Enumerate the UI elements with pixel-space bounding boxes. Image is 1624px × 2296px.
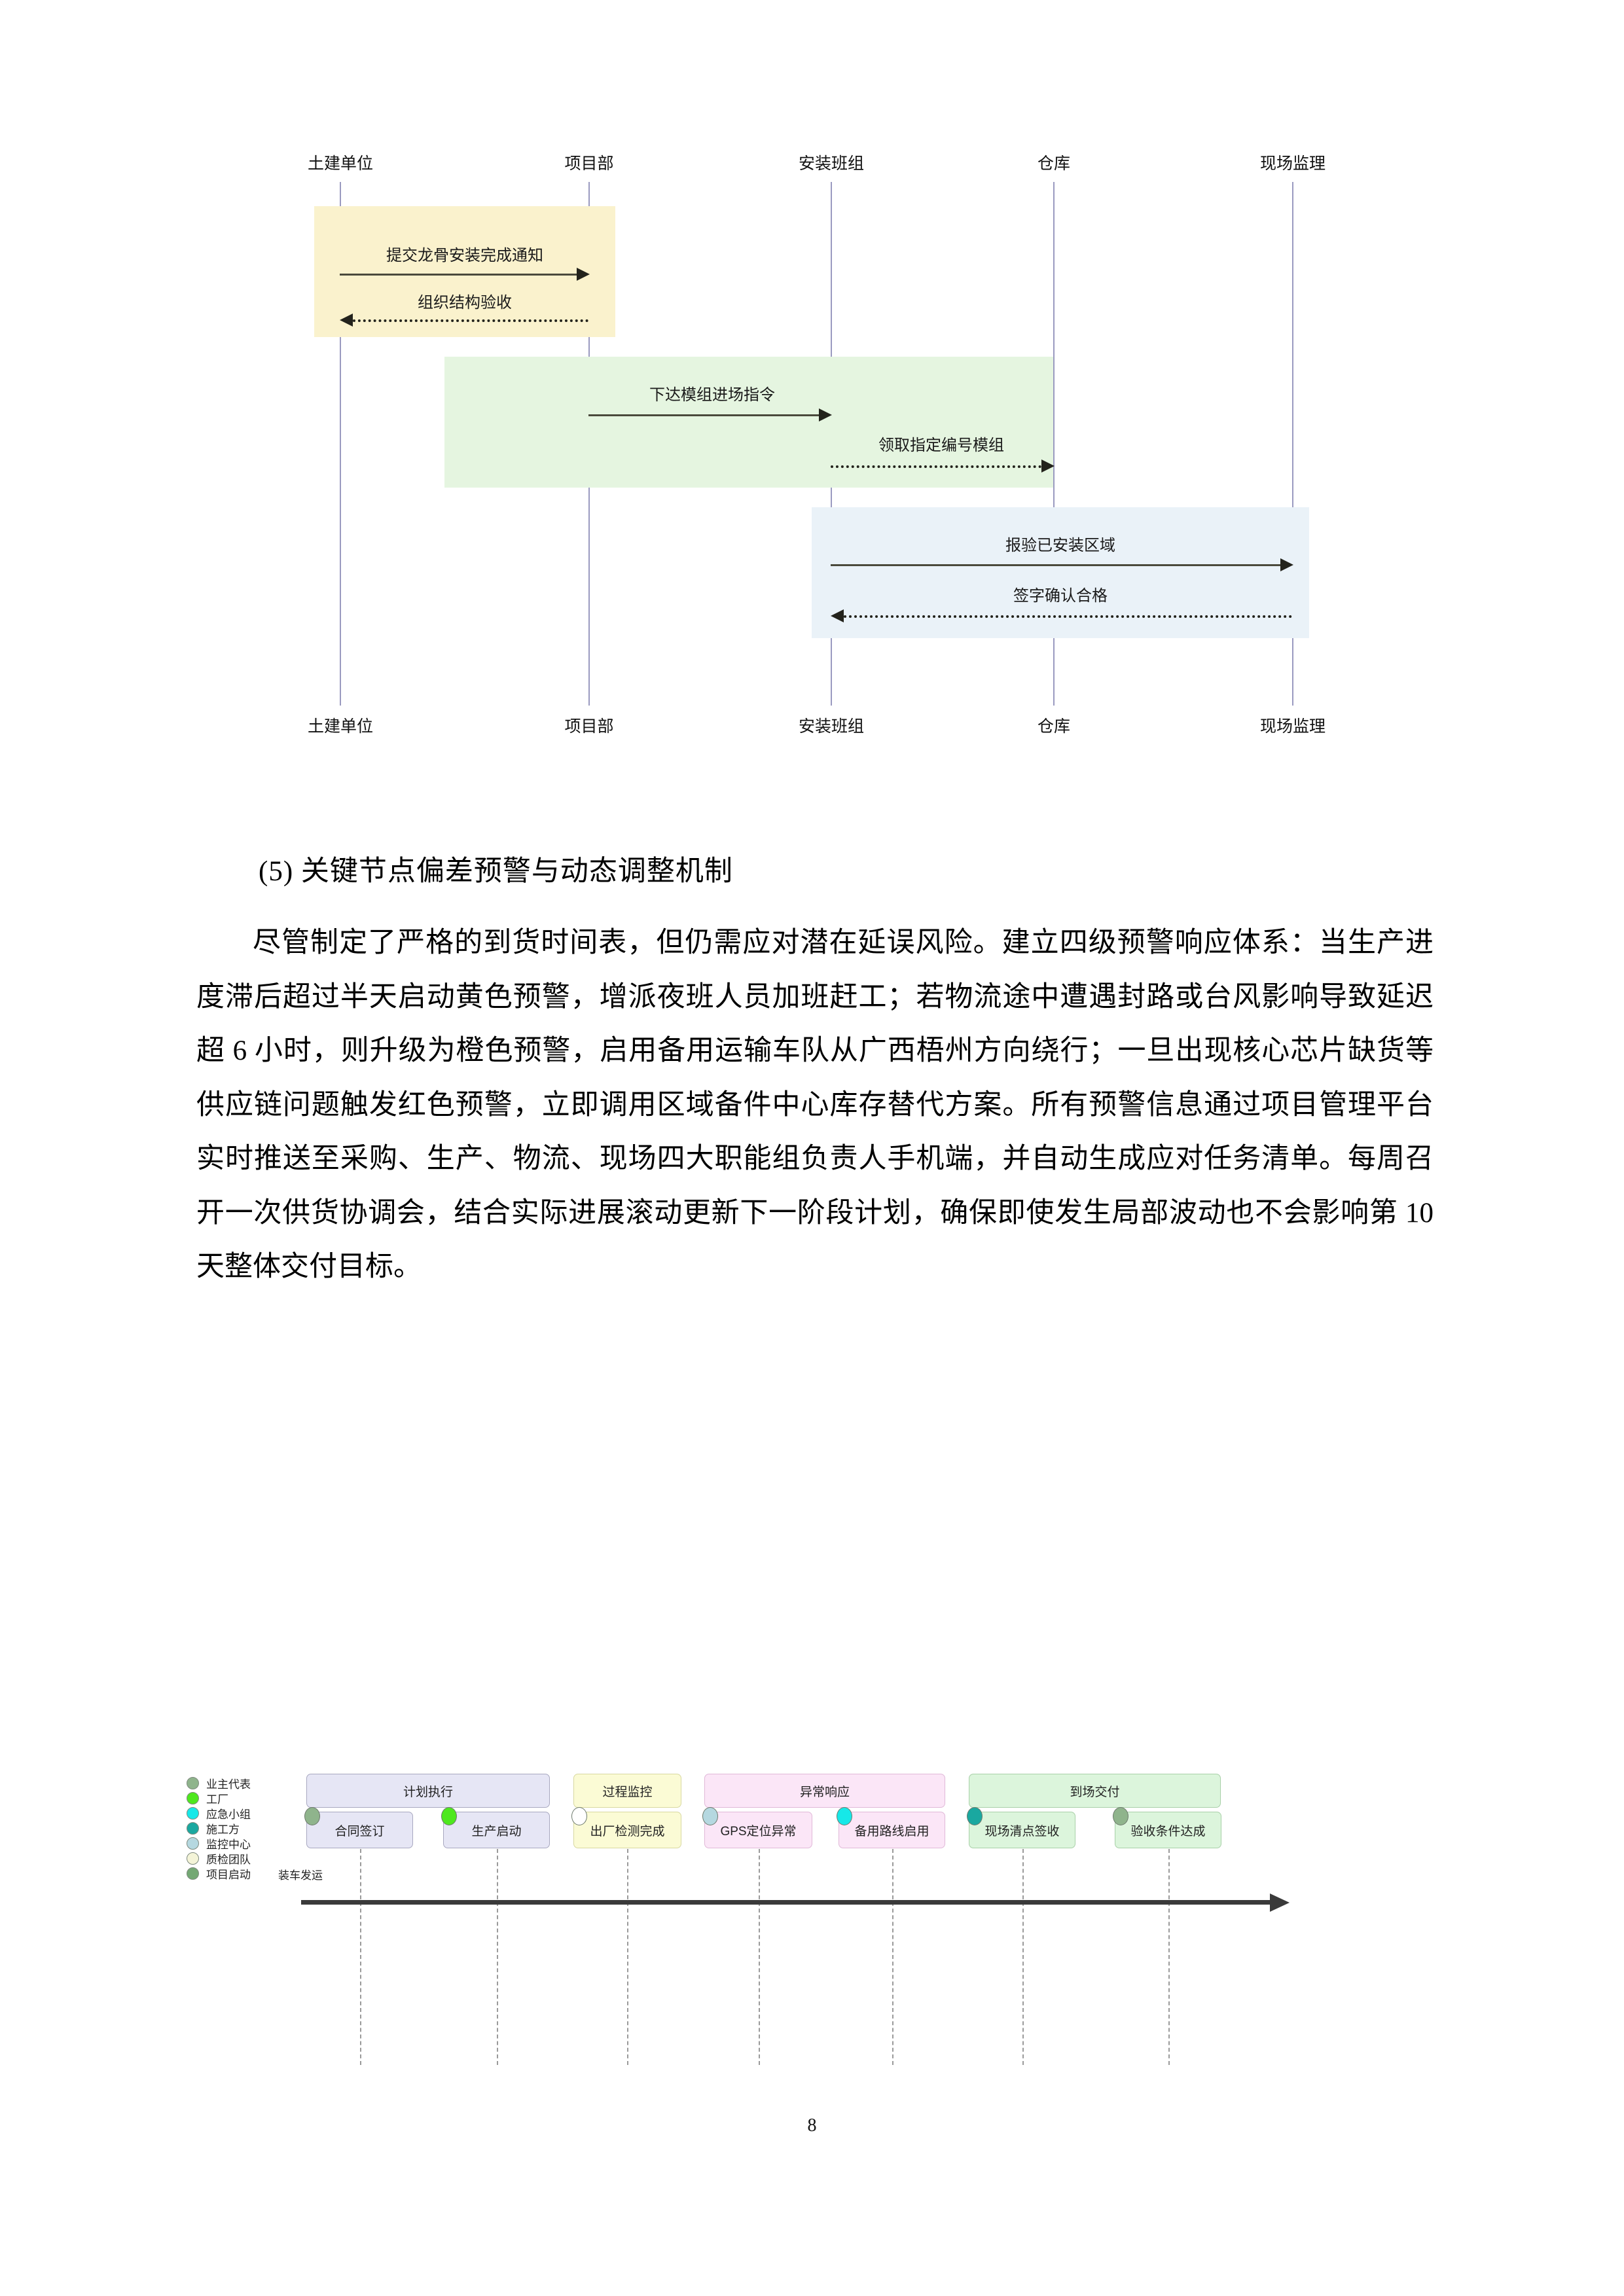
participant-label-bottom-3: 安装班组 — [798, 717, 865, 736]
message-arrow-5 — [831, 564, 1280, 566]
lifeline-4 — [1053, 182, 1055, 706]
timeline-event-bar: 出厂检测完成 — [573, 1812, 681, 1848]
timeline-phase-bar: 到场交付 — [969, 1774, 1221, 1808]
group-box-3 — [812, 507, 1309, 638]
timeline-tick-line — [627, 1849, 628, 2065]
timeline-event-dot-icon — [441, 1807, 457, 1825]
lifeline-5 — [1292, 182, 1293, 706]
legend-label: 监控中心 — [206, 1839, 251, 1851]
timeline-axis-arrow-icon — [1270, 1893, 1290, 1912]
legend-dot-icon — [187, 1852, 199, 1865]
message-label-6: 签字确认合格 — [1013, 587, 1108, 605]
timeline-event-dot-icon — [571, 1807, 587, 1825]
timeline-event-bar: 验收条件达成 — [1115, 1812, 1221, 1848]
timeline-tick-line — [1168, 1849, 1170, 2065]
arrow-head-right-3 — [819, 408, 832, 422]
legend-dot-icon — [187, 1807, 199, 1820]
timeline-event-dot-icon — [837, 1807, 852, 1825]
timeline-event-dot-icon — [702, 1807, 718, 1825]
timeline-stray-label: 装车发运 — [278, 1869, 323, 1882]
legend-label: 项目启动 — [206, 1869, 251, 1881]
participant-label-top-2: 项目部 — [564, 154, 614, 173]
timeline-chart: 业主代表 工厂 应急小组 施工方 监控中心 质检团队 — [187, 1757, 1450, 2065]
timeline-event-dot-icon — [1113, 1807, 1128, 1825]
participant-label-bottom-1: 土建单位 — [307, 717, 374, 736]
arrow-head-left-6 — [831, 609, 844, 622]
participant-label-top-4: 仓库 — [1037, 154, 1071, 173]
timeline-phase-bar: 过程监控 — [573, 1774, 681, 1808]
group-box-2 — [444, 357, 1053, 488]
message-label-3: 下达模组进场指令 — [649, 386, 775, 404]
legend-label: 施工方 — [206, 1823, 240, 1836]
legend-label: 质检团队 — [206, 1854, 251, 1866]
arrow-head-right-5 — [1280, 558, 1293, 571]
legend-item: 施工方 — [187, 1821, 324, 1836]
legend-item: 项目启动 — [187, 1866, 324, 1881]
lifeline-1 — [340, 182, 341, 706]
legend-dot-icon — [187, 1792, 199, 1804]
participant-label-bottom-4: 仓库 — [1037, 717, 1071, 736]
timeline-tick-line — [360, 1849, 361, 2065]
participant-label-top-3: 安装班组 — [798, 154, 865, 173]
legend-item: 监控中心 — [187, 1836, 324, 1851]
message-label-1: 提交龙骨安装完成通知 — [386, 247, 543, 264]
legend-item: 应急小组 — [187, 1806, 324, 1821]
legend-dot-icon — [187, 1837, 199, 1850]
message-label-5: 报验已安装区域 — [1005, 537, 1115, 554]
legend-dot-icon — [187, 1822, 199, 1835]
group-box-1 — [314, 206, 615, 337]
message-arrow-1 — [340, 274, 577, 276]
participant-label-bottom-5: 现场监理 — [1259, 717, 1326, 736]
participant-label-bottom-2: 项目部 — [564, 717, 614, 736]
section-heading: (5) 关键节点偏差预警与动态调整机制 — [259, 856, 733, 887]
timeline-event-dot-icon — [304, 1807, 320, 1825]
timeline-phase-bar: 异常响应 — [704, 1774, 945, 1808]
legend-item: 业主代表 — [187, 1776, 324, 1791]
legend-dot-icon — [187, 1777, 199, 1789]
legend-label: 业主代表 — [206, 1778, 251, 1791]
message-arrow-4 — [831, 465, 1041, 468]
section-body-paragraph: 尽管制定了严格的到货时间表，但仍需应对潜在延误风险。建立四级预警响应体系：当生产… — [196, 927, 1434, 1283]
legend-item: 质检团队 — [187, 1851, 324, 1866]
page-number: 8 — [807, 2115, 817, 2136]
timeline-event-bar: 备用路线启用 — [839, 1812, 945, 1848]
timeline-event-bar: 合同签订 — [306, 1812, 413, 1848]
participant-label-top-5: 现场监理 — [1259, 154, 1326, 173]
arrow-head-right-1 — [577, 268, 590, 281]
timeline-axis — [301, 1900, 1270, 1905]
legend-dot-icon — [187, 1867, 199, 1880]
legend-item: 工厂 — [187, 1791, 324, 1806]
sequence-diagram: 土建单位 项目部 安装班组 仓库 现场监理 提交龙骨安装完成通知 组织结构验收 … — [183, 151, 1440, 740]
timeline-phase-bar: 计划执行 — [306, 1774, 550, 1808]
message-arrow-2 — [353, 319, 588, 322]
timeline-tick-line — [892, 1849, 893, 2065]
timeline-legend: 业主代表 工厂 应急小组 施工方 监控中心 质检团队 — [187, 1776, 324, 1881]
timeline-tick-line — [759, 1849, 760, 2065]
timeline-tick-line — [497, 1849, 498, 2065]
timeline-event-bar: 生产启动 — [443, 1812, 550, 1848]
arrow-head-left-2 — [340, 314, 353, 327]
timeline-event-bar: 现场清点签收 — [969, 1812, 1075, 1848]
timeline-event-dot-icon — [967, 1807, 983, 1825]
legend-label: 工厂 — [206, 1793, 228, 1806]
message-arrow-6 — [844, 615, 1292, 618]
timeline-tick-line — [1022, 1849, 1024, 2065]
arrow-head-right-4 — [1041, 459, 1055, 473]
message-arrow-3 — [588, 414, 819, 416]
message-label-4: 领取指定编号模组 — [878, 437, 1004, 454]
participant-label-top-1: 土建单位 — [307, 154, 374, 173]
message-label-2: 组织结构验收 — [418, 294, 512, 312]
timeline-event-bar: GPS定位异常 — [704, 1812, 812, 1848]
legend-label: 应急小组 — [206, 1808, 251, 1821]
